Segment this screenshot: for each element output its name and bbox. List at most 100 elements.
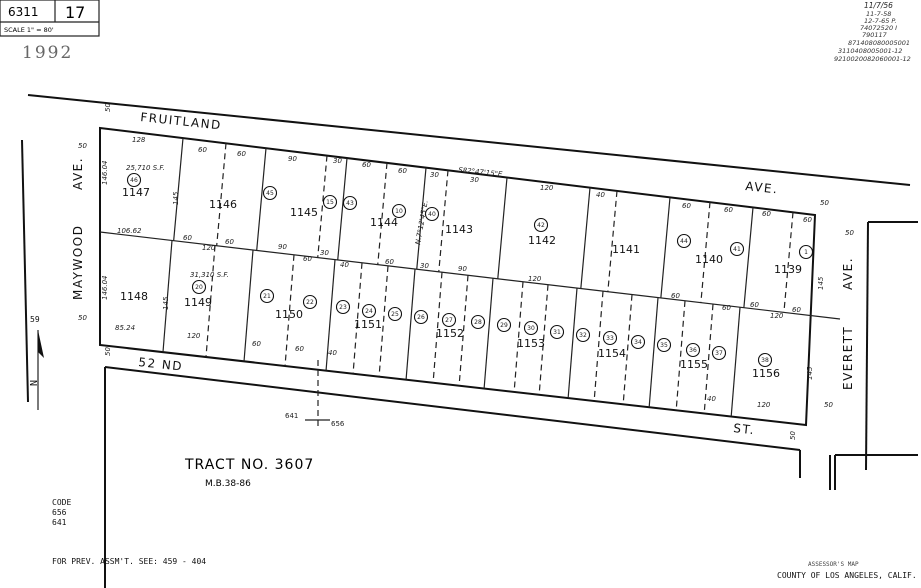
map-header: 6311 17 SCALE 1" = 80' 1992 — [0, 0, 100, 63]
lot-line — [783, 212, 794, 313]
lot-line — [567, 288, 578, 398]
lot-number: 27 — [445, 317, 453, 324]
lot-number-circle: 44 — [676, 233, 692, 249]
dimension: 90 — [458, 265, 467, 273]
lot-number: 42 — [537, 222, 545, 229]
parcel-number[interactable]: 1146 — [209, 198, 237, 211]
lot-number-circle: 20 — [191, 279, 207, 295]
lot-number: 43 — [346, 200, 354, 207]
lot-number: 1 — [804, 249, 808, 256]
dimension: 120 — [770, 312, 784, 320]
lot-number-circle: 41 — [729, 241, 745, 257]
lot-number: 32 — [579, 332, 587, 339]
lot-number: 36 — [689, 347, 697, 354]
parcel-number[interactable]: 1140 — [695, 253, 723, 266]
dimension: 145 — [172, 191, 180, 205]
bearing: S82°47'15"E — [458, 166, 503, 179]
parcel-number[interactable]: 1150 — [275, 308, 303, 321]
dimension: 60 — [762, 210, 771, 218]
dimension: 30 — [430, 171, 439, 179]
bearing: N.7°12'45"E. — [414, 200, 430, 246]
parcel-number[interactable]: 1148 — [120, 290, 148, 303]
lot-number-circle: 36 — [685, 342, 701, 358]
dimension: 30 — [333, 157, 342, 165]
parcel-number[interactable]: 1152 — [436, 327, 464, 340]
dimension: 106.62 — [117, 227, 142, 235]
dimension: 50 — [104, 103, 112, 112]
parcel-number[interactable]: 1149 — [184, 296, 212, 309]
parcel-number[interactable]: 1154 — [598, 347, 626, 360]
lot-line — [432, 272, 443, 383]
assessors-map-label: ASSESSOR'S MAP — [808, 561, 859, 568]
lot-line — [162, 240, 173, 353]
dimension: 60 — [750, 301, 759, 309]
lot-number: 35 — [660, 342, 668, 349]
lot-number: 34 — [634, 339, 642, 346]
parcel-number[interactable]: 1147 — [122, 186, 150, 199]
dimension: 60 — [198, 146, 207, 154]
dimension: 40 — [340, 261, 349, 269]
lot-number-circle: 30 — [523, 320, 539, 336]
note: 12-7-65 P. — [864, 17, 897, 25]
dimension: 120 — [202, 244, 216, 252]
code-right: 656 — [331, 420, 345, 428]
parcel-number[interactable]: 1144 — [370, 216, 398, 229]
note: 3110408005001-12 — [838, 47, 902, 55]
lot-number: 10 — [395, 208, 403, 215]
revision-notes: 11/7/56 11-7-58 12-7-65 P. 74072520 I 79… — [834, 1, 911, 63]
north-icon: N — [29, 380, 40, 386]
dimension: 30 — [420, 262, 429, 270]
dimension: 60 — [724, 206, 733, 214]
parcel-number[interactable]: 1155 — [680, 358, 708, 371]
parcel-number[interactable]: 1145 — [290, 206, 318, 219]
parcel-number[interactable]: 1151 — [354, 318, 382, 331]
lot-line — [377, 162, 388, 265]
parcel-number[interactable]: 1156 — [752, 367, 780, 380]
lot-line — [700, 202, 711, 303]
parcel-number[interactable]: 1142 — [528, 234, 556, 247]
lot-line — [256, 148, 267, 251]
lot-number-circle: 40 — [424, 206, 440, 222]
dimension: 30 — [320, 249, 329, 257]
lot-number-circle: 23 — [335, 299, 351, 315]
north-label: 59 — [30, 315, 40, 324]
lot-number: 33 — [606, 335, 614, 342]
lot-number-circle: 24 — [361, 303, 377, 319]
dimension: 120 — [757, 401, 771, 409]
dimension: 40 — [596, 191, 605, 199]
dimension: 60 — [237, 150, 246, 158]
parcel-number[interactable]: 1139 — [774, 263, 802, 276]
street-lines — [21, 94, 918, 588]
lot-line — [622, 294, 633, 405]
dimension: 30 — [470, 176, 479, 184]
lot-number: 25 — [391, 311, 399, 318]
area: 31,310 S.F. — [190, 271, 229, 279]
dimension: 40 — [328, 349, 337, 357]
lot-lines — [162, 138, 794, 417]
dimension: 145 — [817, 276, 825, 290]
lot-number: 31 — [553, 329, 561, 336]
lot-line — [483, 278, 494, 389]
lot-number: 44 — [680, 238, 688, 245]
dimension: 60 — [803, 216, 812, 224]
dimension: 50 — [845, 229, 854, 237]
lot-number-circle: 27 — [441, 312, 457, 328]
lot-number-circle: 28 — [470, 314, 486, 330]
lot-line — [352, 262, 363, 374]
lot-number-circle: 25 — [387, 306, 403, 322]
lot-number-circle: 43 — [342, 195, 358, 211]
lot-number: 15 — [326, 199, 334, 206]
street-name-everett: EVERETT — [841, 326, 855, 390]
dimension: 60 — [252, 340, 261, 348]
parcel-number[interactable]: 1143 — [445, 223, 473, 236]
parcel-number[interactable]: 1153 — [517, 337, 545, 350]
lot-number-circle: 42 — [533, 217, 549, 233]
lot-number: 28 — [474, 319, 482, 326]
parcel-number[interactable]: 1141 — [612, 243, 640, 256]
lot-number: 45 — [266, 190, 274, 197]
dimension-labels: 1 28 60 60 90 30 60 60 30 30 120 40 60 60… — [78, 103, 854, 440]
lot-number-circle: 31 — [549, 324, 565, 340]
map-scale: SCALE 1" = 80' — [4, 26, 54, 34]
